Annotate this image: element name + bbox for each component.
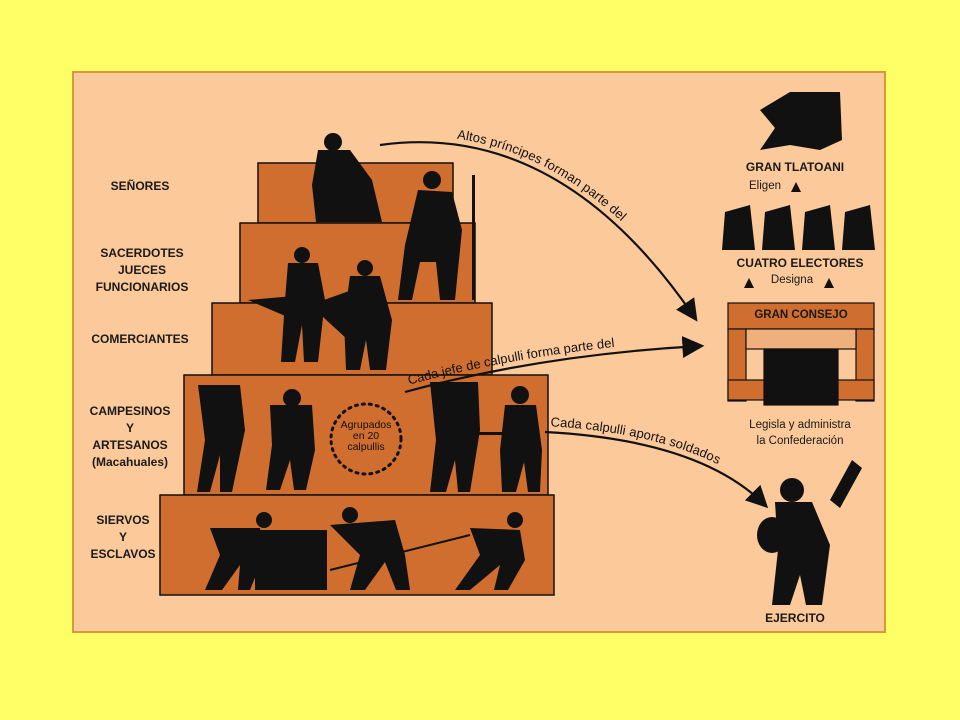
level-siervos: SIERVOS Y ESCLAVOS (90, 513, 156, 561)
stone-block-icon (255, 530, 327, 590)
calpullis-circle (329, 402, 403, 476)
gran-consejo-building (727, 302, 875, 406)
designa-label: Designa (770, 274, 814, 286)
electors-icon (722, 205, 875, 250)
level-senores: SEÑORES (110, 179, 170, 193)
porter-figure-icon (197, 385, 245, 492)
gran-consejo-label: GRAN CONSEJO (754, 309, 848, 321)
pushing-slave-icon (330, 507, 410, 590)
ejercito-label: EJERCITO (765, 611, 825, 625)
ejercito-warrior-icon (757, 460, 862, 605)
calpullis-label: Agrupados en 20 calpullis (340, 419, 392, 453)
cuatro-electores-label: CUATRO ELECTORES (736, 256, 864, 270)
level-comerciantes: COMERCIANTES (91, 332, 189, 346)
lord-figure-icon (312, 133, 382, 222)
warrior-figure-icon (398, 171, 475, 300)
designa-arrow-right-icon (824, 278, 834, 288)
pulling-slave-icon (455, 512, 525, 590)
silhouettes (197, 133, 542, 590)
level-sacerdotes: SACERDOTES JUECES FUNCIONARIOS (95, 246, 189, 294)
judge-figure-icon (310, 260, 392, 370)
arrow-cada-calpulli-label: Cada calpulli aporta soldados (550, 414, 723, 467)
carrier-figure-icon (266, 389, 315, 490)
priest-figure-icon (248, 247, 325, 362)
weaver-figure-icon (440, 386, 542, 492)
rope-icon (329, 534, 471, 571)
eligen-label: Eligen (749, 180, 781, 192)
artisan-figure-icon (430, 382, 480, 492)
level-campesinos: CAMPESINOS Y ARTESANOS (Macahuales) (89, 404, 171, 469)
gran-tlatoani-label: GRAN TLATOANI (745, 160, 845, 174)
gran-tlatoani-icon (760, 92, 842, 150)
arrow-altos-label: Altos príncipes forman parte del (456, 127, 629, 224)
legisla-label: Legisla y administra la Confederación (749, 419, 851, 447)
slave-figure-icon (205, 512, 272, 590)
designa-arrow-left-icon (744, 278, 754, 288)
eligen-arrow-icon (791, 182, 801, 192)
